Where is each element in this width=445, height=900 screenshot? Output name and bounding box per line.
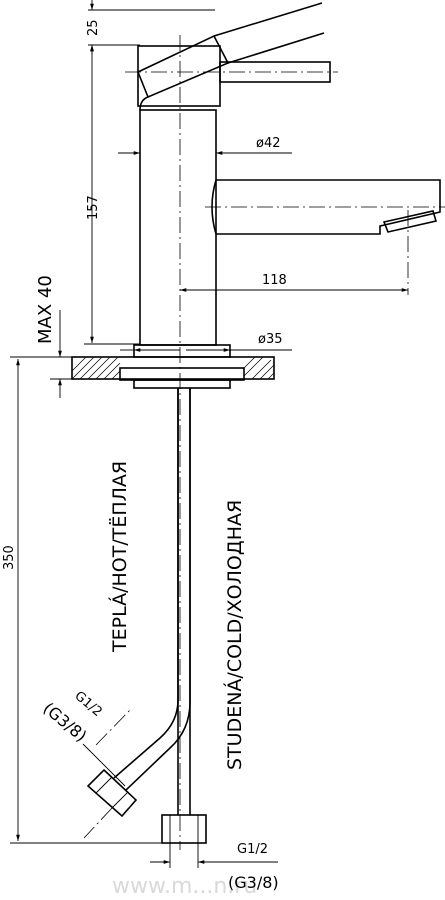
dimension-d42: ø42 [118,136,292,155]
dimension-157-label: 157 [86,195,101,220]
dimension-max40: MAX 40 [35,275,72,398]
faucet-body [139,109,217,346]
cold-thread-label: G1/2 [237,842,268,857]
dimension-25-label: 25 [86,19,101,36]
cold-thread-alt-label: (G3/8) [228,873,279,892]
dimension-157: 157 [84,45,140,345]
countertop-section [71,356,275,380]
dimension-118: 118 [180,273,408,292]
watermark: www.m...n.ru [112,874,257,899]
hot-water-label: TEPLÁ/HOT/ТЁПЛАЯ [108,461,131,653]
dimension-25: 25 [86,0,215,55]
dimension-350-label: 350 [2,545,17,570]
dimension-d35: ø35 [120,332,292,352]
hot-thread-label: G1/2 [71,689,104,720]
cold-water-label: STUDENÁ/COLD/ХОЛОДНАЯ [223,500,246,770]
dimension-350: 350 [2,356,162,844]
cold-connection-thread: G1/2 (G3/8) [150,842,279,892]
dimension-d42-label: ø42 [256,136,281,151]
lever-handle [136,2,331,111]
dimension-d35-label: ø35 [258,332,283,347]
cold-hose [161,388,207,844]
center-lines [83,35,445,850]
hot-hose [86,388,191,818]
base-mount [119,344,245,389]
dimension-118-label: 118 [262,273,287,288]
dimension-max40-label: MAX 40 [35,275,56,344]
hot-connection-thread: G1/2 (G3/8) [39,689,126,787]
